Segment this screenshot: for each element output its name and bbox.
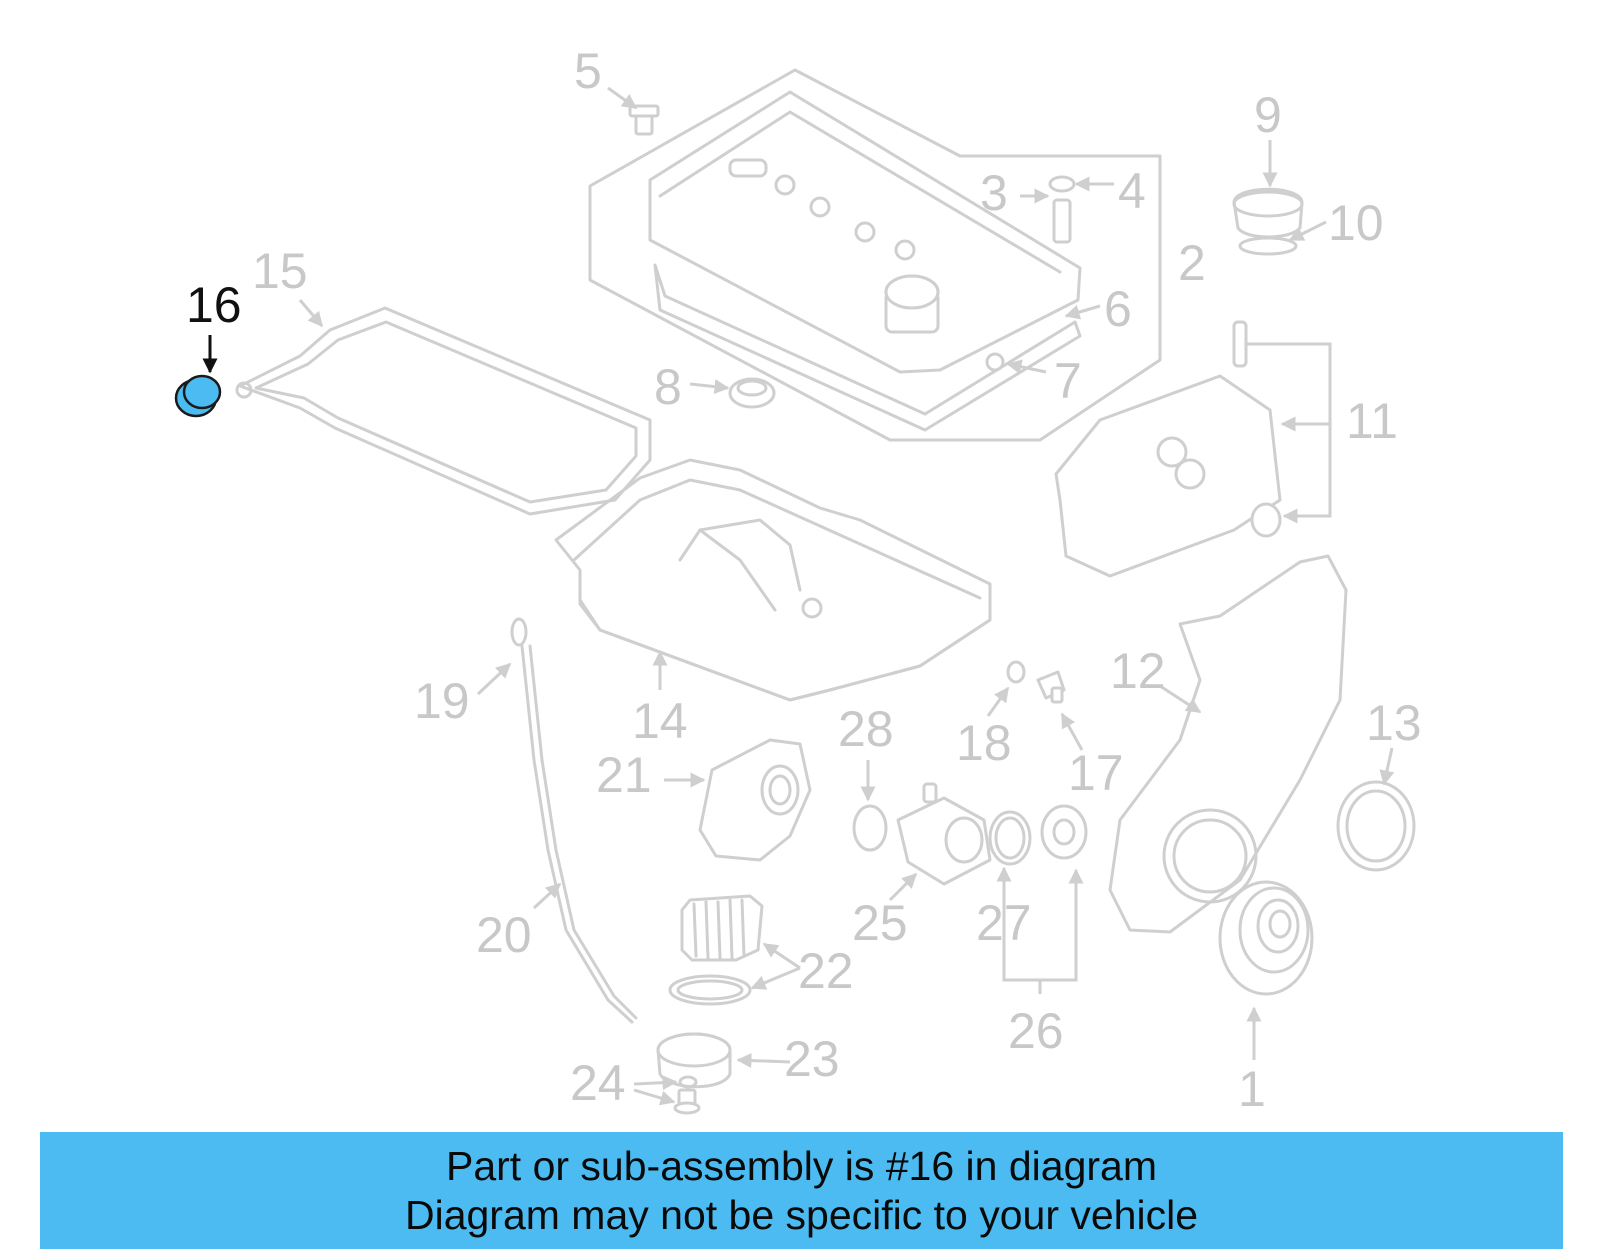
drain-plug [673,1075,701,1115]
oil-filter-cap [656,1032,732,1089]
callout-12: 12 [1110,643,1166,699]
callout-6: 6 [1104,281,1132,337]
info-banner: Part or sub-assembly is #16 in diagram D… [40,1132,1563,1249]
callout-4: 4 [1118,163,1146,219]
callout-25: 25 [852,895,908,951]
front-cover-lower [1108,554,1348,934]
banner-line-1: Part or sub-assembly is #16 in diagram [446,1142,1157,1189]
callout-14: 14 [632,693,688,749]
callout-27: 27 [976,895,1032,951]
callout-11: 11 [1346,393,1398,449]
callout-1: 1 [1238,1061,1266,1117]
banner-line-2: Diagram may not be specific to your vehi… [404,1191,1198,1238]
callout-3: 3 [980,165,1008,221]
oil-pan-gasket [235,306,652,516]
callout-labels: 1 2 3 4 5 6 7 8 9 10 11 12 13 14 15 16 1… [186,43,1422,1117]
callout-18: 18 [956,715,1012,771]
callout-22: 22 [798,943,854,999]
valve-cover-assembly [588,68,1162,442]
oil-cooler [896,782,992,886]
callout-8: 8 [654,359,682,415]
oil-pan [554,458,992,702]
leader-lines [202,86,1395,1106]
crank-seal-13 [1336,780,1416,872]
parts-diagram: 1 2 3 4 5 6 7 8 9 10 11 12 13 14 15 16 1… [174,43,1422,1117]
callout-13: 13 [1366,695,1422,751]
callout-20: 20 [476,907,532,963]
oil-filler-cap [1232,187,1304,256]
callout-26: 26 [1008,1003,1064,1059]
callout-24: 24 [570,1055,626,1111]
callout-15: 15 [252,243,308,299]
crank-pulley [1218,880,1314,996]
o-ring-28 [852,804,888,852]
front-cover-upper [1054,320,1282,578]
callout-21: 21 [596,747,652,803]
callout-10: 10 [1328,195,1384,251]
callout-7: 7 [1054,353,1082,409]
callout-5: 5 [574,43,602,99]
callout-23: 23 [784,1031,840,1087]
callout-28: 28 [838,701,894,757]
callout-16: 16 [186,277,242,333]
oil-filter-element [668,894,764,1006]
highlighted-plug-16 [174,374,222,418]
callout-17: 17 [1068,745,1124,801]
callout-19: 19 [414,673,470,729]
callout-9: 9 [1254,87,1282,143]
oil-filter-housing [698,738,812,862]
cooler-seals [988,804,1088,866]
oil-pressure-switch [1006,660,1066,704]
seal-ring-8 [728,377,776,409]
callout-2: 2 [1178,235,1206,291]
